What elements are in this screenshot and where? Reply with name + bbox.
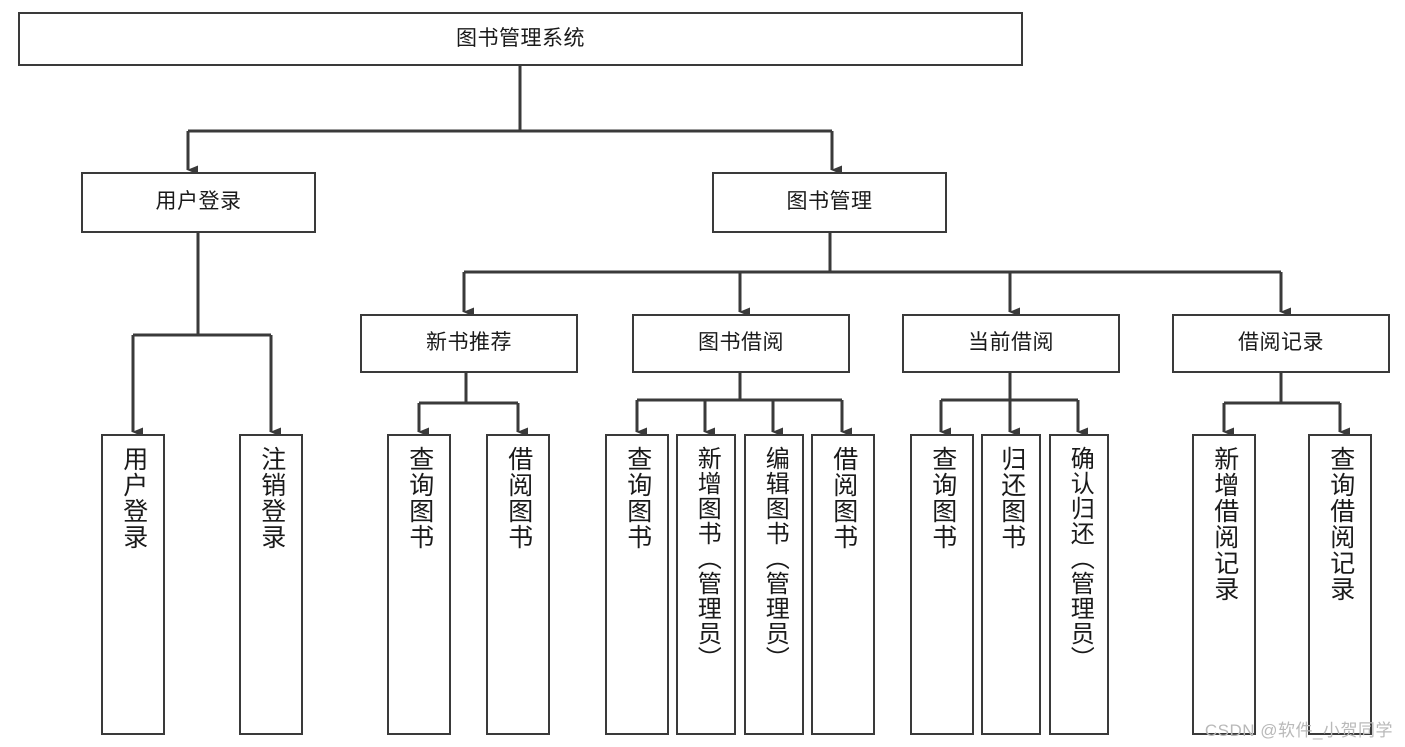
leaf-user-login-login[interactable]: 用户登录: [101, 434, 165, 735]
node-label: 图书借阅: [698, 331, 784, 355]
node-label: 注销登录: [257, 446, 286, 550]
leaf-new-book-query-book[interactable]: 查询图书: [387, 434, 451, 735]
node-label: 新增图书（管理员）: [693, 446, 721, 671]
node-label: 查询图书: [623, 446, 652, 550]
node-label: 归还图书: [997, 446, 1026, 550]
node-label: 图书管理系统: [456, 26, 585, 50]
node-label: 新增借阅记录: [1210, 446, 1239, 602]
node-borrow-record[interactable]: 借阅记录: [1172, 314, 1390, 373]
csdn-watermark: CSDN @软件_小贺同学: [1204, 721, 1393, 740]
node-label: 借阅图书: [504, 446, 533, 550]
node-label: 用户登录: [119, 446, 148, 550]
node-book-borrow[interactable]: 图书借阅: [632, 314, 850, 373]
leaf-book-borrow-add-book-admin[interactable]: 新增图书（管理员）: [676, 434, 736, 735]
node-user-login[interactable]: 用户登录: [81, 172, 316, 233]
node-label: 查询借阅记录: [1326, 446, 1355, 602]
leaf-new-book-borrow-book[interactable]: 借阅图书: [486, 434, 550, 735]
leaf-borrow-record-add-record[interactable]: 新增借阅记录: [1192, 434, 1256, 735]
node-book-management[interactable]: 图书管理: [712, 172, 947, 233]
node-label: 借阅图书: [829, 446, 858, 550]
leaf-current-borrow-query-book[interactable]: 查询图书: [910, 434, 974, 735]
node-label: 图书管理: [786, 190, 873, 214]
node-label: 查询图书: [405, 446, 434, 550]
node-root-book-management-system[interactable]: 图书管理系统: [18, 12, 1023, 66]
leaf-borrow-record-query-record[interactable]: 查询借阅记录: [1308, 434, 1372, 735]
node-label: 新书推荐: [426, 331, 512, 355]
leaf-book-borrow-edit-book-admin[interactable]: 编辑图书（管理员）: [744, 434, 804, 735]
node-label: 借阅记录: [1238, 331, 1324, 355]
leaf-book-borrow-borrow-book[interactable]: 借阅图书: [811, 434, 875, 735]
leaf-user-login-logout[interactable]: 注销登录: [239, 434, 303, 735]
leaf-current-borrow-confirm-return-admin[interactable]: 确认归还（管理员）: [1049, 434, 1109, 735]
node-current-borrow[interactable]: 当前借阅: [902, 314, 1120, 373]
node-label: 查询图书: [928, 446, 957, 550]
leaf-book-borrow-query-book[interactable]: 查询图书: [605, 434, 669, 735]
node-label: 确认归还（管理员）: [1066, 446, 1094, 671]
leaf-current-borrow-return-book[interactable]: 归还图书: [981, 434, 1041, 735]
node-new-book-recommend[interactable]: 新书推荐: [360, 314, 578, 373]
node-label: 编辑图书（管理员）: [761, 446, 789, 671]
node-label: 用户登录: [155, 190, 242, 214]
node-label: 当前借阅: [968, 331, 1054, 355]
